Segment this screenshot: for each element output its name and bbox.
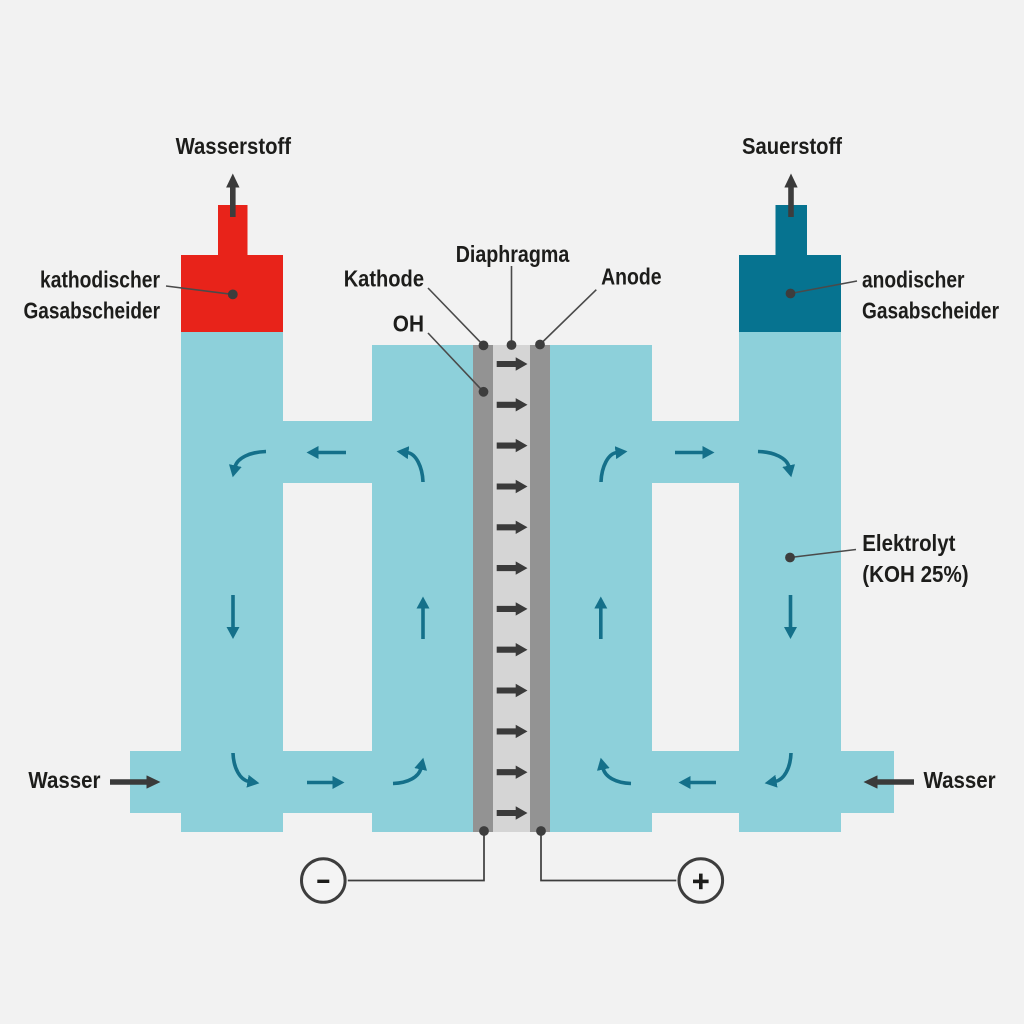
svg-text:Anode: Anode [601, 264, 662, 290]
svg-text:Wasser: Wasser [924, 767, 996, 793]
svg-text:(KOH 25%): (KOH 25%) [862, 561, 968, 587]
svg-text:OH: OH [393, 310, 424, 336]
svg-text:Gasabscheider: Gasabscheider [862, 298, 999, 324]
svg-text:Sauerstoff: Sauerstoff [742, 133, 842, 159]
svg-text:Wasserstoff: Wasserstoff [176, 133, 292, 159]
svg-text:anodischer: anodischer [862, 267, 965, 293]
svg-text:Kathode: Kathode [344, 266, 424, 292]
svg-text:Wasser: Wasser [28, 767, 100, 793]
svg-text:kathodischer: kathodischer [40, 267, 160, 293]
svg-text:Diaphragma: Diaphragma [456, 241, 570, 267]
svg-text:Gasabscheider: Gasabscheider [24, 298, 161, 324]
svg-text:Elektrolyt: Elektrolyt [862, 530, 955, 556]
